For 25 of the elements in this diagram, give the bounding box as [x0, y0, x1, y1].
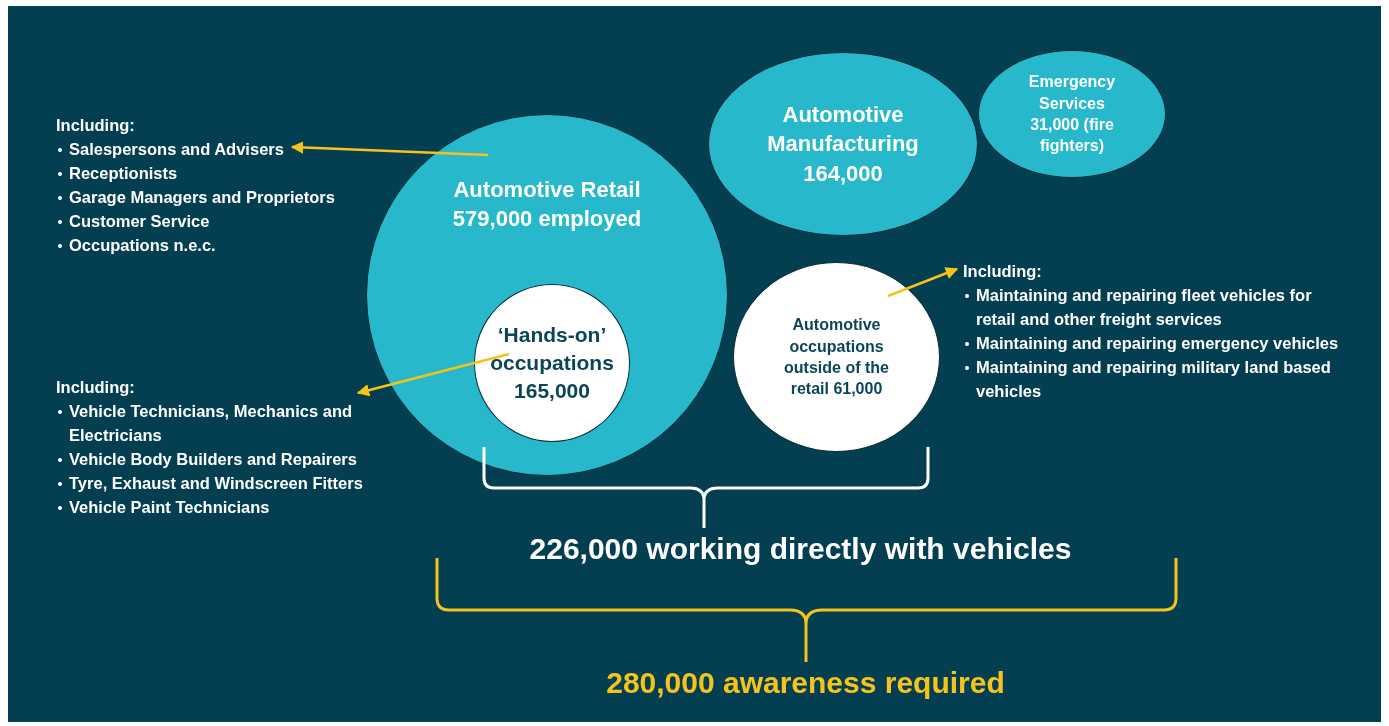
arrow [356, 352, 510, 397]
list-heading: Including: [56, 377, 136, 398]
arrow [887, 267, 959, 298]
arrow [290, 141, 489, 157]
bullet-item: Customer Service [56, 209, 340, 233]
list-heading: Including: [963, 261, 1043, 282]
circle-label: Automotive occupations outside of the retail 61,000 [783, 315, 890, 400]
bullet-item: Maintaining and repairing emergency vehicles [963, 331, 1343, 355]
bullet-item: Occupations n.e.c. [56, 233, 340, 257]
bullet-item: Receptionists [56, 161, 340, 185]
bullet-item: Vehicle Technicians, Mechanics and Electricians [56, 399, 406, 447]
circle-label: Automotive Manufacturing 164,000 [766, 101, 920, 188]
total-label: 226,000 working directly with vehicles [529, 532, 1072, 565]
bullet-item: Vehicle Paint Technicians [56, 495, 406, 519]
circle-label: Automotive Retail 579,000 employed [451, 176, 643, 234]
total-label: 280,000 awareness required [606, 666, 1005, 699]
circle-label: Emergency Services 31,000 (fire fighters) [1027, 72, 1117, 157]
bullet-item: Tyre, Exhaust and Windscreen Fitters [56, 471, 406, 495]
list-heading: Including: [56, 115, 136, 136]
bullet-item: Maintaining and repairing military land based vehicles [963, 355, 1343, 403]
bullet-item: Salespersons and Advisers [56, 137, 340, 161]
circle-label: ‘Hands-on’ occupations 165,000 [489, 322, 615, 404]
bullet-item: Garage Managers and Proprietors [56, 185, 340, 209]
bullet-item: Maintaining and repairing fleet vehicles for retail and other freight services [963, 283, 1343, 331]
bullet-item: Vehicle Body Builders and Repairers [56, 447, 406, 471]
